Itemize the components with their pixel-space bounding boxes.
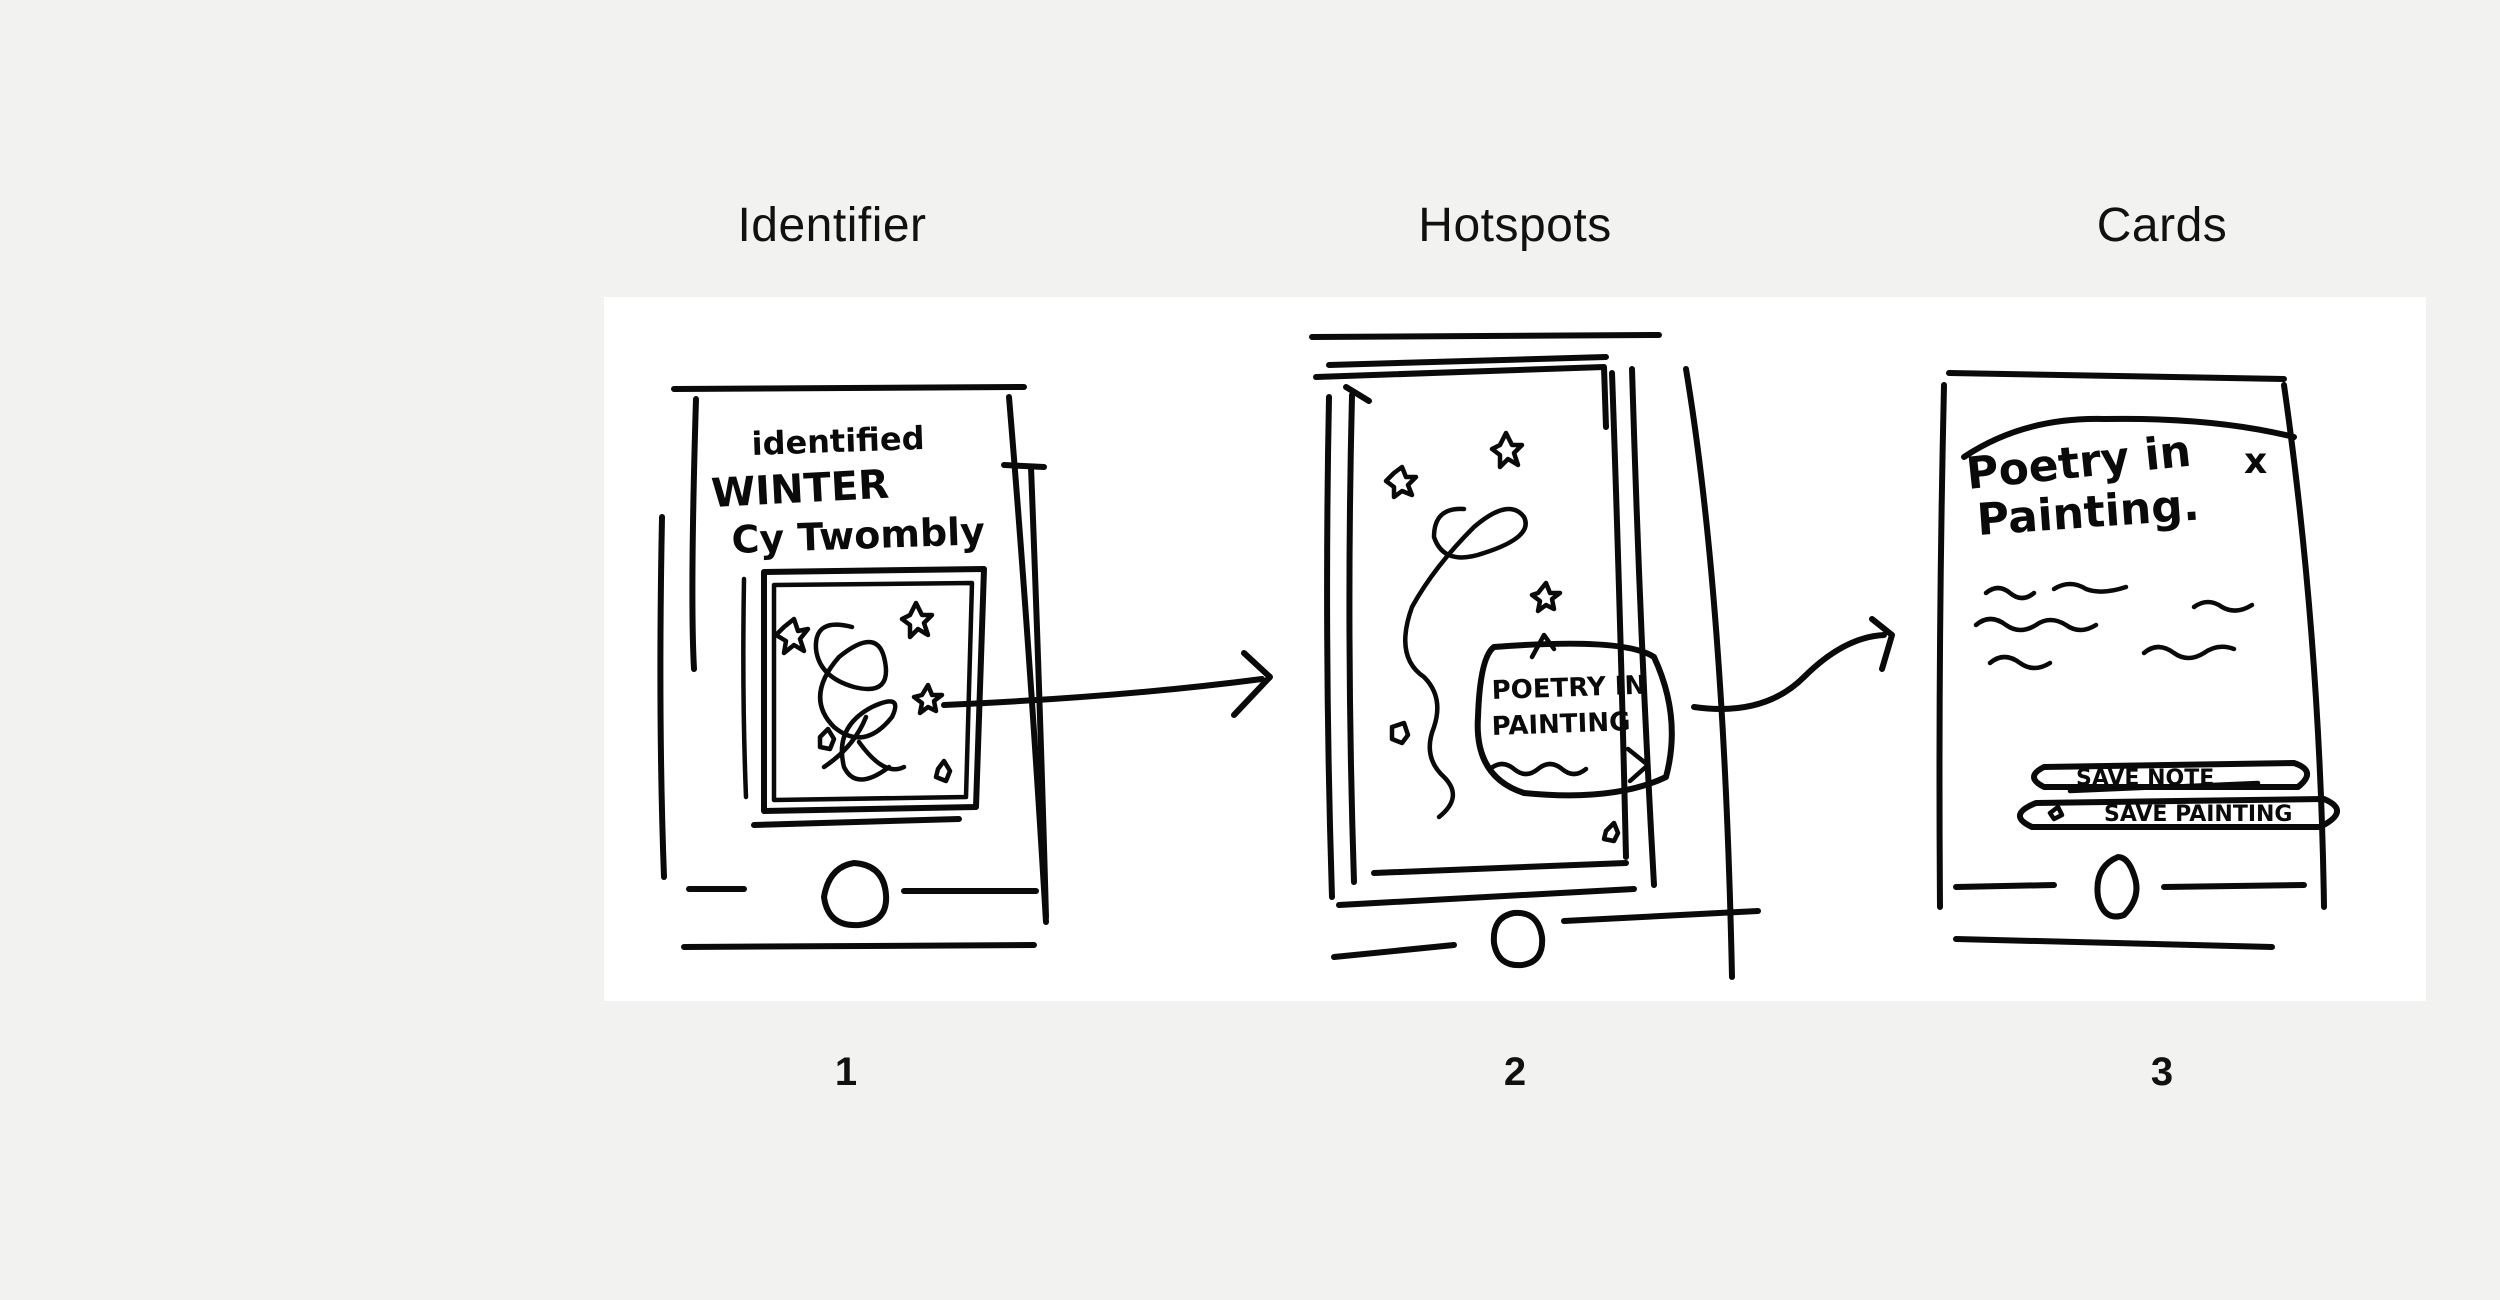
save-note-button-sketch [2031,760,2310,790]
hotspot-bubble [1474,640,1675,799]
phone-sketch-cards: Poetry in Painting. x SAVE NOTE SAVE PAI… [1936,370,2340,950]
close-mark: x [2244,441,2267,482]
column-title-cards: Cards [2096,199,2228,252]
column-title-hotspots: Hotspots [1418,199,1612,252]
flow-arrow-2-to-3 [1691,616,1895,712]
home-button-sketch [2094,854,2140,920]
phone-sketch-hotspots: POETRY IN PAINTING [1309,332,1761,980]
storyboard-sketch: identified WINTER Cy Twombly [657,332,2340,980]
flow-arrow-1-to-2 [941,650,1273,718]
artist-name: Cy Twombly [731,509,986,562]
home-button-sketch [1490,909,1546,969]
phone-sketch-identifier: identified WINTER Cy Twombly [657,384,1049,950]
bubble-title-line2: PAINTING [1491,707,1631,742]
step-number-1: 1 [834,1050,858,1094]
save-painting-label: SAVE PAINTING [2104,802,2292,827]
identified-label: identified [751,419,925,463]
home-button-sketch [821,860,890,929]
step-number-2: 2 [1503,1050,1527,1094]
bubble-title-line1: POETRY IN [1491,671,1647,706]
column-title-identifier: Identifier [737,199,927,252]
step-number-3: 3 [2150,1050,2174,1094]
save-painting-button-sketch [2017,796,2340,830]
painting-title-winter: WINTER [710,462,890,517]
sketch-panel: identified WINTER Cy Twombly [604,297,2426,1001]
